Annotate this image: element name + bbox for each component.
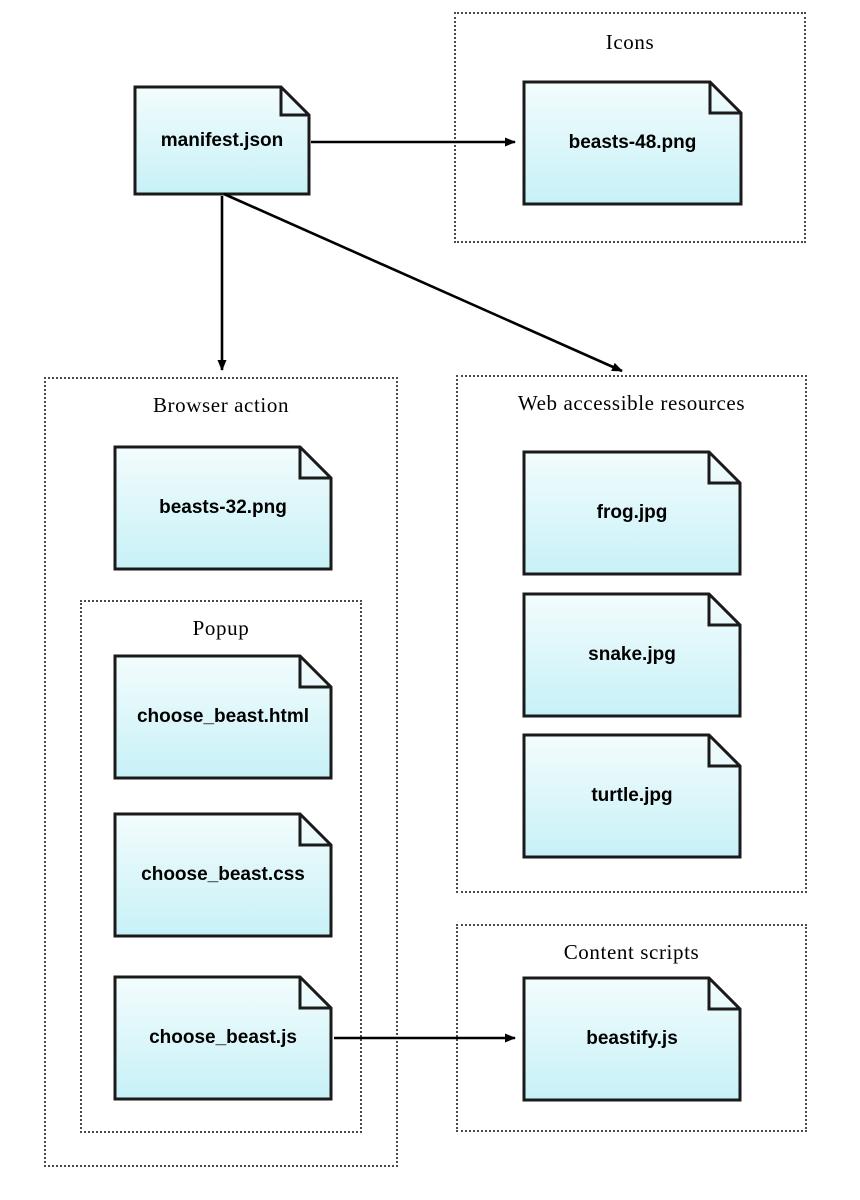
file-shape-icon (113, 975, 333, 1101)
group-browser-action: Browser action (44, 377, 398, 1167)
file-shape-icon (113, 445, 333, 571)
file-node-choose-beast-js[interactable]: choose_beast.js (113, 975, 333, 1101)
file-node-beasts-48-png[interactable]: beasts-48.png (522, 80, 743, 206)
file-node-manifest-json[interactable]: manifest.json (133, 85, 311, 196)
group-icons: Icons (454, 12, 806, 243)
file-shape-icon (113, 654, 333, 780)
file-shape-icon (522, 450, 742, 576)
file-shape-icon (113, 812, 333, 938)
group-content-scripts: Content scripts (456, 924, 807, 1132)
file-node-snake-jpg[interactable]: snake.jpg (522, 592, 742, 718)
group-title-icons: Icons (605, 30, 655, 54)
file-node-frog-jpg[interactable]: frog.jpg (522, 450, 742, 576)
file-node-choose-beast-css[interactable]: choose_beast.css (113, 812, 333, 938)
group-title-browser-action: Browser action (152, 393, 290, 417)
group-popup: Popup (80, 600, 362, 1133)
group-title-web-accessible-resources: Web accessible resources (517, 391, 746, 415)
file-node-choose-beast-html[interactable]: choose_beast.html (113, 654, 333, 780)
file-shape-icon (522, 733, 742, 859)
file-node-beastify-js[interactable]: beastify.js (522, 976, 742, 1102)
group-title-content-scripts: Content scripts (563, 940, 700, 964)
group-title-popup: Popup (192, 616, 250, 640)
file-shape-icon (133, 85, 311, 196)
file-node-turtle-jpg[interactable]: turtle.jpg (522, 733, 742, 859)
file-shape-icon (522, 80, 743, 206)
file-node-beasts-32-png[interactable]: beasts-32.png (113, 445, 333, 571)
file-shape-icon (522, 592, 742, 718)
file-shape-icon (522, 976, 742, 1102)
group-web-accessible-resources: Web accessible resources (456, 375, 807, 893)
